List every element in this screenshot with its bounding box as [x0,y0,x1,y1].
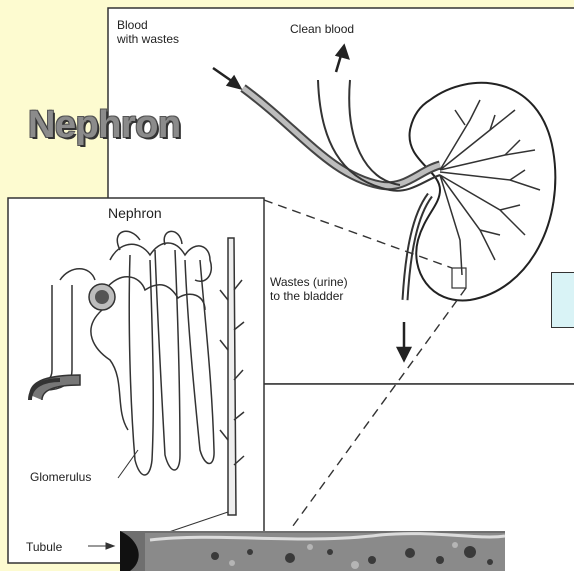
label-blood-with-wastes: Blood with wastes [117,18,179,46]
label-clean-blood: Clean blood [290,22,354,36]
label-glomerulus: Glomerulus [30,470,91,484]
page-title: Nephron [28,104,181,147]
inset-title: Nephron [108,205,162,221]
label-tubule: Tubule [26,540,62,554]
accent-box [551,272,574,328]
label-wastes-urine: Wastes (urine) to the bladder [270,275,348,303]
micrograph-image [120,531,505,571]
